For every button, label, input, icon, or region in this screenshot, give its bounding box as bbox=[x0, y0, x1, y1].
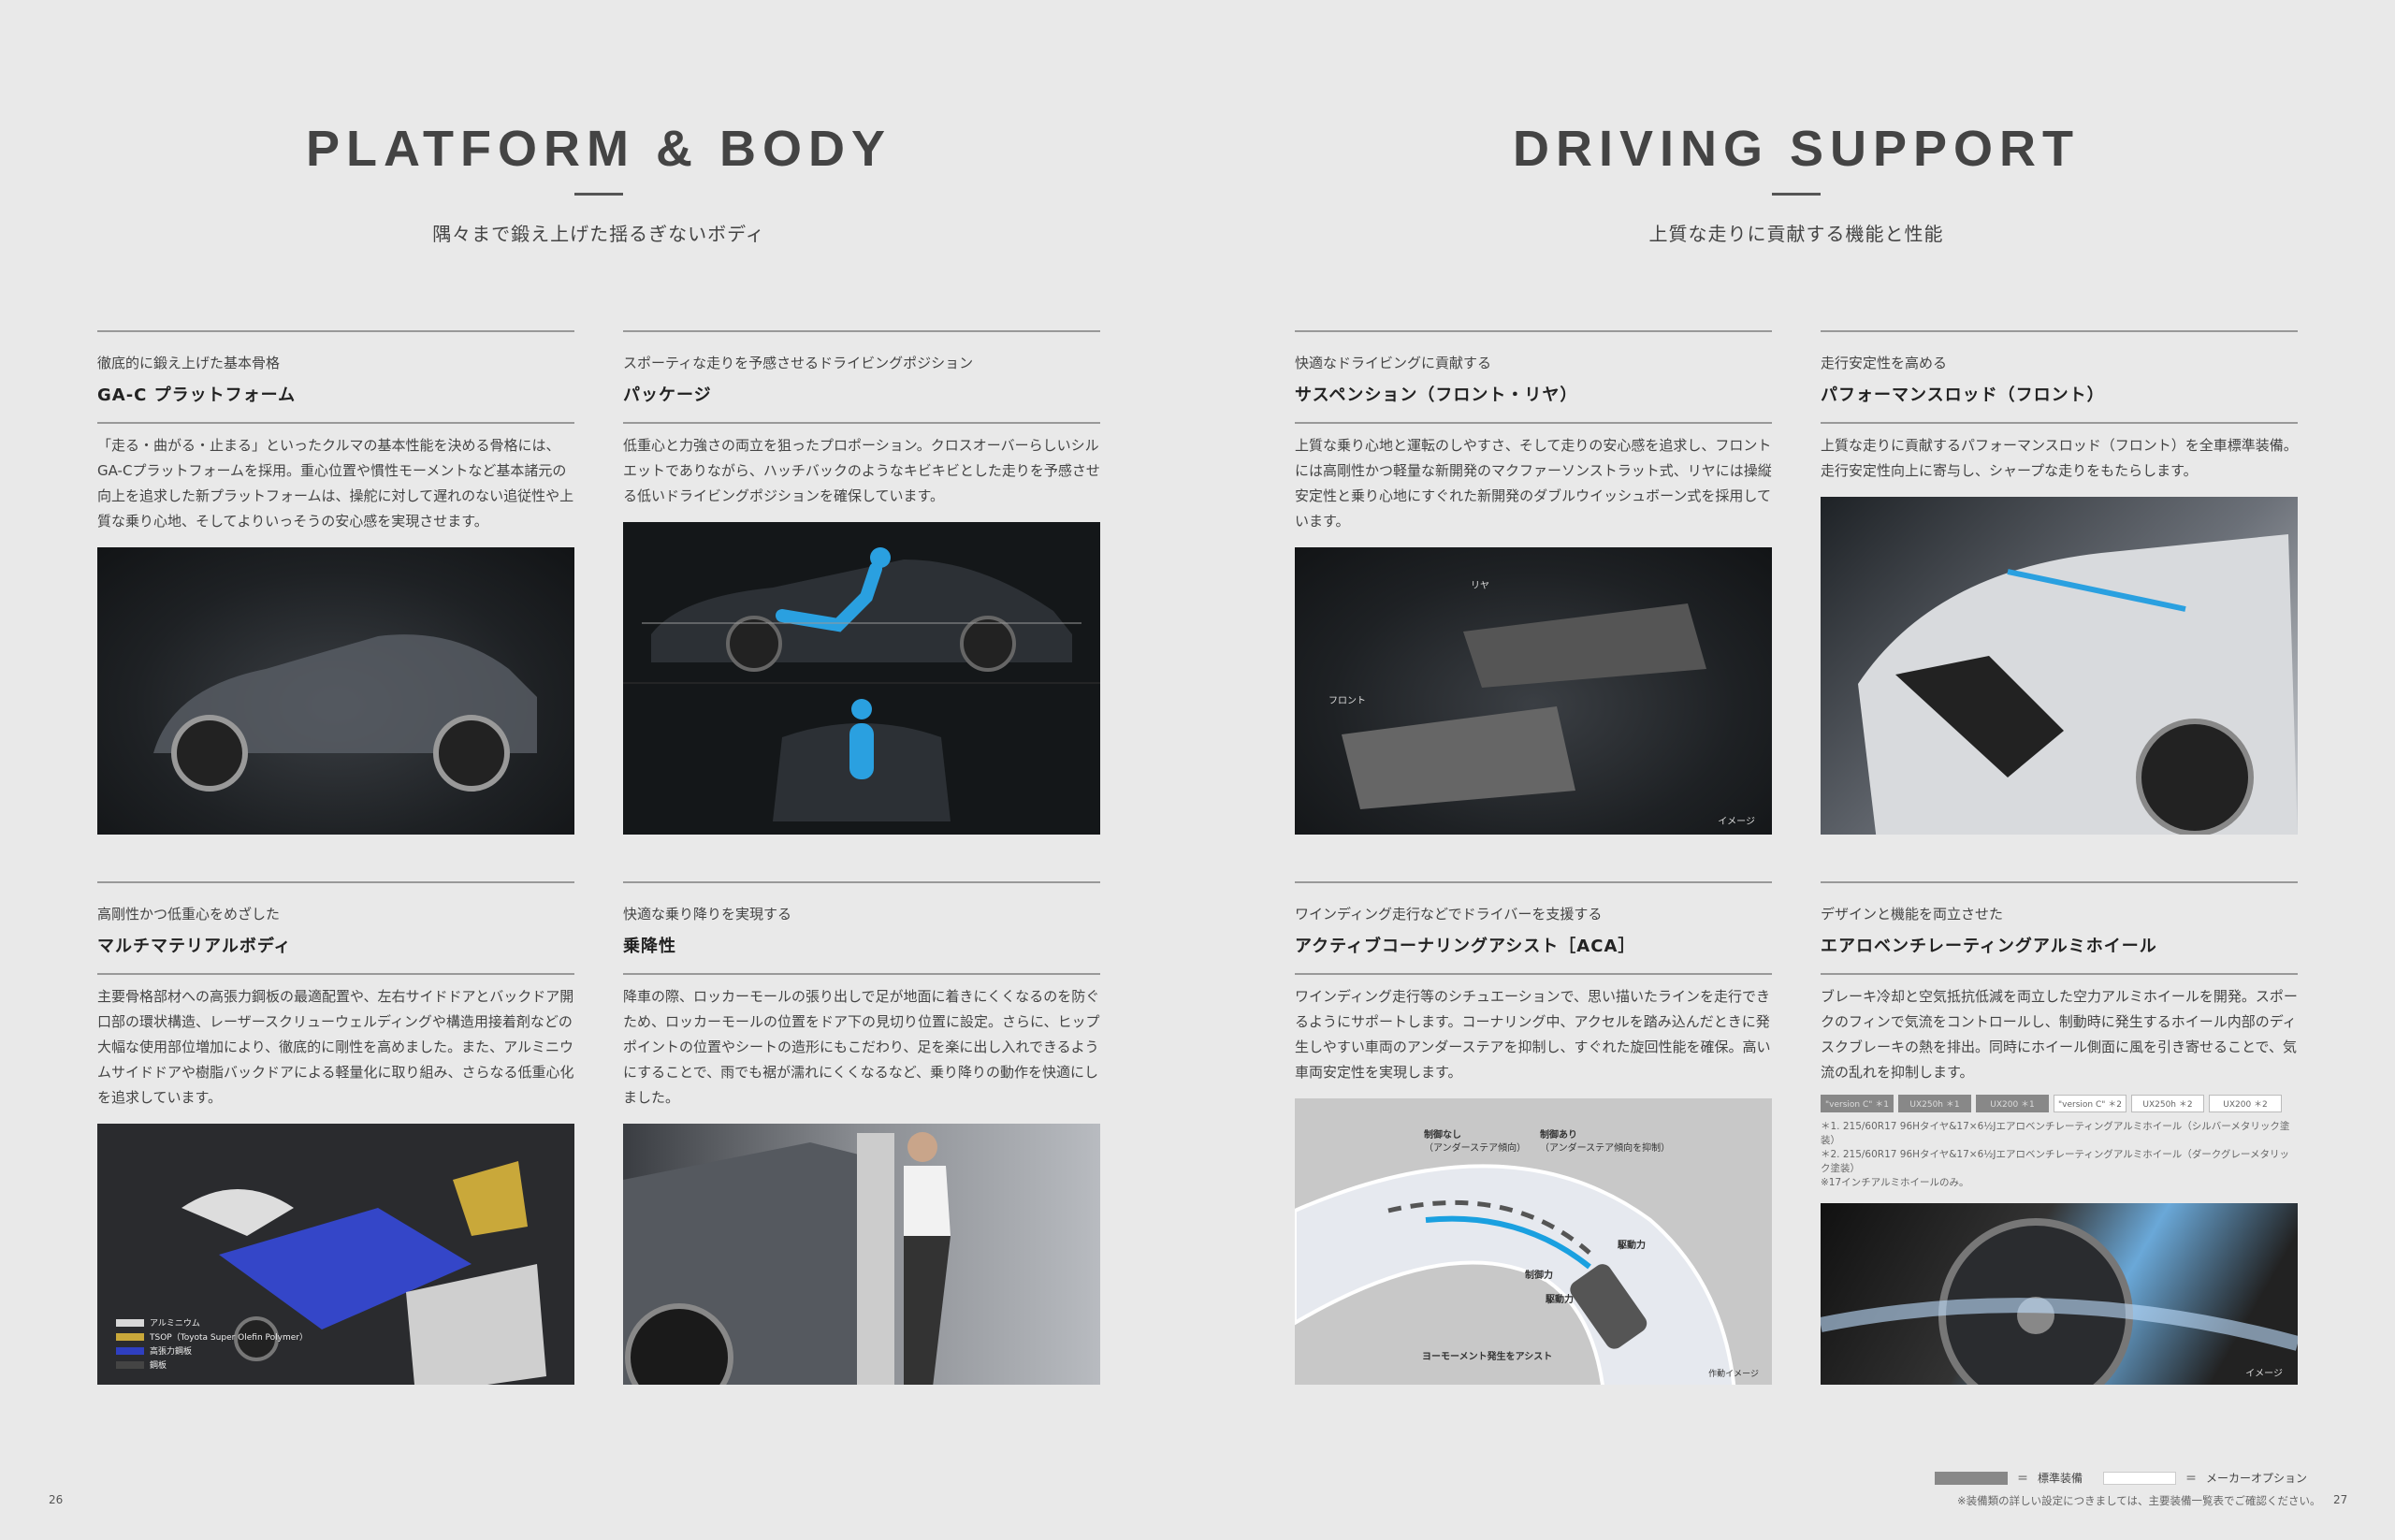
section-body: ブレーキ冷却と空気抵抗低減を両立した空力アルミホイールを開発。スポークのフィンで… bbox=[1821, 988, 2298, 1081]
section-title: サスペンション（フロント・リヤ） bbox=[1295, 385, 1578, 405]
section-body: 上質な走りに貢献するパフォーマンスロッド（フロント）を全車標準装備。走行安定性向… bbox=[1821, 437, 2298, 479]
section-body: ワインディング走行等のシチュエーションで、思い描いたラインを走行できるようにサポ… bbox=[1295, 988, 1771, 1081]
section-title: エアロベンチレーティングアルミホイール bbox=[1821, 937, 2157, 956]
car-front-icon bbox=[1858, 534, 2298, 835]
section-label: 徹底的に鍛え上げた基本骨格 bbox=[97, 355, 281, 371]
label-no-control: 制御なし bbox=[1424, 1130, 1461, 1140]
page-number-left: 26 bbox=[49, 1493, 64, 1506]
section-label: 走行安定性を高める bbox=[1821, 355, 1948, 371]
section-label: ワインディング走行などでドライバーを支援する bbox=[1295, 906, 1603, 923]
grade-badge: UX200 ＊2 bbox=[2209, 1095, 2282, 1112]
rear-label: リヤ bbox=[1471, 581, 1489, 591]
grade-badges: "version C" ＊1 UX250h ＊1 UX200 ＊1 "versi… bbox=[1821, 1095, 2298, 1112]
legend-item: アルミニウム bbox=[116, 1315, 308, 1329]
section-multi-material-body: 高剛性かつ低重心をめざした マルチマテリアルボディ 主要骨格部材への高張力鋼板の… bbox=[97, 881, 574, 1385]
aca-diagram: 制御なし （アンダーステア傾向） 制御あり （アンダーステア傾向を抑制） 駆動力… bbox=[1295, 1098, 1772, 1385]
performance-rod-image bbox=[1821, 497, 2298, 835]
section-title: 乗降性 bbox=[623, 937, 676, 956]
multi-material-body-image: アルミニウム TSOP（Toyota Super Olefin Polymer）… bbox=[97, 1124, 574, 1385]
section-body: 降車の際、ロッカーモールの張り出しで足が地面に着きにくくなるのを防ぐため、ロッカ… bbox=[623, 988, 1100, 1106]
section-body: 主要骨格部材への高張力鋼板の最適配置や、左右サイドドアとバックドア開口部の環状構… bbox=[97, 988, 574, 1106]
image-caption: イメージ bbox=[2245, 1369, 2283, 1379]
section-aero-wheel: デザインと機能を両立させた エアロベンチレーティングアルミホイール ブレーキ冷却… bbox=[1821, 881, 2298, 1385]
section-title: マルチマテリアルボディ bbox=[97, 937, 292, 956]
section-aca: ワインディング走行などでドライバーを支援する アクティブコーナリングアシスト［A… bbox=[1295, 881, 1772, 1385]
footnote: ※17インチアルミホイールのみ。 bbox=[1821, 1177, 1969, 1188]
section-label: 高剛性かつ低重心をめざした bbox=[97, 906, 281, 923]
person-exiting-car-icon bbox=[623, 1132, 951, 1385]
section-label: スポーティな走りを予感させるドライビングポジション bbox=[623, 355, 974, 371]
page-title-driving-support: DRIVING SUPPORT bbox=[1512, 121, 2081, 177]
option-label: メーカーオプション bbox=[2206, 1472, 2308, 1485]
label-control: 制御あり bbox=[1540, 1130, 1577, 1140]
ingress-egress-photo bbox=[623, 1124, 1100, 1385]
body-structure-icon bbox=[181, 1161, 546, 1385]
page-title-platform-body: PLATFORM & BODY bbox=[306, 121, 892, 177]
image-caption: イメージ bbox=[1718, 817, 1755, 827]
section-ingress-egress: 快適な乗り降りを実現する 乗降性 降車の際、ロッカーモールの張り出しで足が地面に… bbox=[623, 881, 1100, 1385]
front-label: フロント bbox=[1328, 696, 1366, 706]
grade-badge: "version C" ＊1 bbox=[1821, 1095, 1894, 1112]
footnote: ＊2. 215/60R17 96Hタイヤ&17×6½Jエアロベンチレーティングア… bbox=[1821, 1149, 2289, 1174]
section-title: パッケージ bbox=[623, 385, 712, 405]
section-body: 低重心と力強さの両立を狙ったプロポーション。クロスオーバーらしいシルエットであり… bbox=[623, 437, 1100, 504]
grade-badge: UX200 ＊1 bbox=[1976, 1095, 2049, 1112]
label-brake-force: 制御力 bbox=[1525, 1271, 1553, 1281]
section-title: GA-C プラットフォーム bbox=[97, 385, 297, 405]
section-ga-c-platform: 徹底的に鍛え上げた基本骨格 GA-C プラットフォーム 「走る・曲がる・止まる」… bbox=[97, 330, 574, 835]
section-title: アクティブコーナリングアシスト［ACA］ bbox=[1295, 937, 1636, 956]
driving-position-icon bbox=[623, 547, 1100, 821]
suspension-parts-icon bbox=[1342, 603, 1706, 809]
standard-swatch bbox=[1935, 1471, 2008, 1485]
equals-sign: ＝ bbox=[2017, 1472, 2029, 1485]
label-yaw-moment: ヨーモーメント発生をアシスト bbox=[1422, 1352, 1553, 1362]
label-control-sub: （アンダーステア傾向を抑制） bbox=[1540, 1143, 1671, 1154]
page-subtitle: 隅々まで鍛え上げた揺るぎないボディ bbox=[432, 223, 765, 245]
legend-item: 高張力鋼板 bbox=[116, 1344, 308, 1358]
package-image bbox=[623, 522, 1100, 835]
aero-wheel-image: イメージ bbox=[1821, 1203, 2298, 1385]
platform-cutaway-image bbox=[97, 547, 574, 835]
section-performance-rod: 走行安定性を高める パフォーマンスロッド（フロント） 上質な走りに貢献するパフォ… bbox=[1821, 330, 2298, 835]
grade-badge: UX250h ＊2 bbox=[2131, 1095, 2204, 1112]
footer-note: ※装備類の詳しい設定につきましては、主要装備一覧表でご確認ください。 bbox=[1957, 1494, 2321, 1507]
section-label: 快適なドライビングに貢献する bbox=[1295, 355, 1492, 371]
section-body: 上質な乗り心地と運転のしやすさ、そして走りの安心感を追求し、フロントには高剛性か… bbox=[1295, 437, 1772, 530]
grade-badge: UX250h ＊1 bbox=[1898, 1095, 1971, 1112]
cornering-road-icon bbox=[1295, 1164, 1736, 1385]
footnote: ＊1. 215/60R17 96Hタイヤ&17×6½Jエアロベンチレーティングア… bbox=[1821, 1121, 2290, 1146]
section-suspension: 快適なドライビングに貢献する サスペンション（フロント・リヤ） 上質な乗り心地と… bbox=[1295, 330, 1772, 835]
standard-label: 標準装備 bbox=[2038, 1472, 2083, 1485]
title-divider bbox=[574, 193, 623, 196]
car-cutaway-icon bbox=[153, 634, 537, 792]
section-label: デザインと機能を両立させた bbox=[1821, 906, 2004, 923]
label-drive-force: 駆動力 bbox=[1546, 1295, 1574, 1305]
section-title: パフォーマンスロッド（フロント） bbox=[1821, 385, 2105, 405]
section-label: 快適な乗り降りを実現する bbox=[623, 906, 792, 923]
section-package: スポーティな走りを予感させるドライビングポジション パッケージ 低重心と力強さの… bbox=[623, 330, 1100, 835]
page-subtitle: 上質な走りに貢献する機能と性能 bbox=[1648, 223, 1944, 245]
title-divider bbox=[1772, 193, 1821, 196]
section-body: 「走る・曲がる・止まる」といったクルマの基本性能を決める骨格には、GA-Cプラッ… bbox=[97, 437, 574, 530]
legend-item: TSOP（Toyota Super Olefin Polymer） bbox=[116, 1329, 308, 1344]
option-swatch bbox=[2103, 1471, 2177, 1485]
equals-sign: ＝ bbox=[2185, 1472, 2198, 1485]
label-drive-force: 駆動力 bbox=[1618, 1241, 1646, 1251]
equipment-legend: ＝ 標準装備 ＝ メーカーオプション bbox=[1935, 1470, 2307, 1486]
grade-badge: "version C" ＊2 bbox=[2054, 1095, 2126, 1112]
legend-item: 鋼板 bbox=[116, 1358, 308, 1372]
label-no-control-sub: （アンダーステア傾向） bbox=[1424, 1143, 1527, 1154]
wheel-airflow-icon bbox=[1821, 1218, 2298, 1385]
image-caption: 作動イメージ bbox=[1708, 1370, 1759, 1379]
page-number-right: 27 bbox=[2333, 1493, 2348, 1506]
suspension-image: リヤ フロント イメージ bbox=[1295, 547, 1772, 835]
